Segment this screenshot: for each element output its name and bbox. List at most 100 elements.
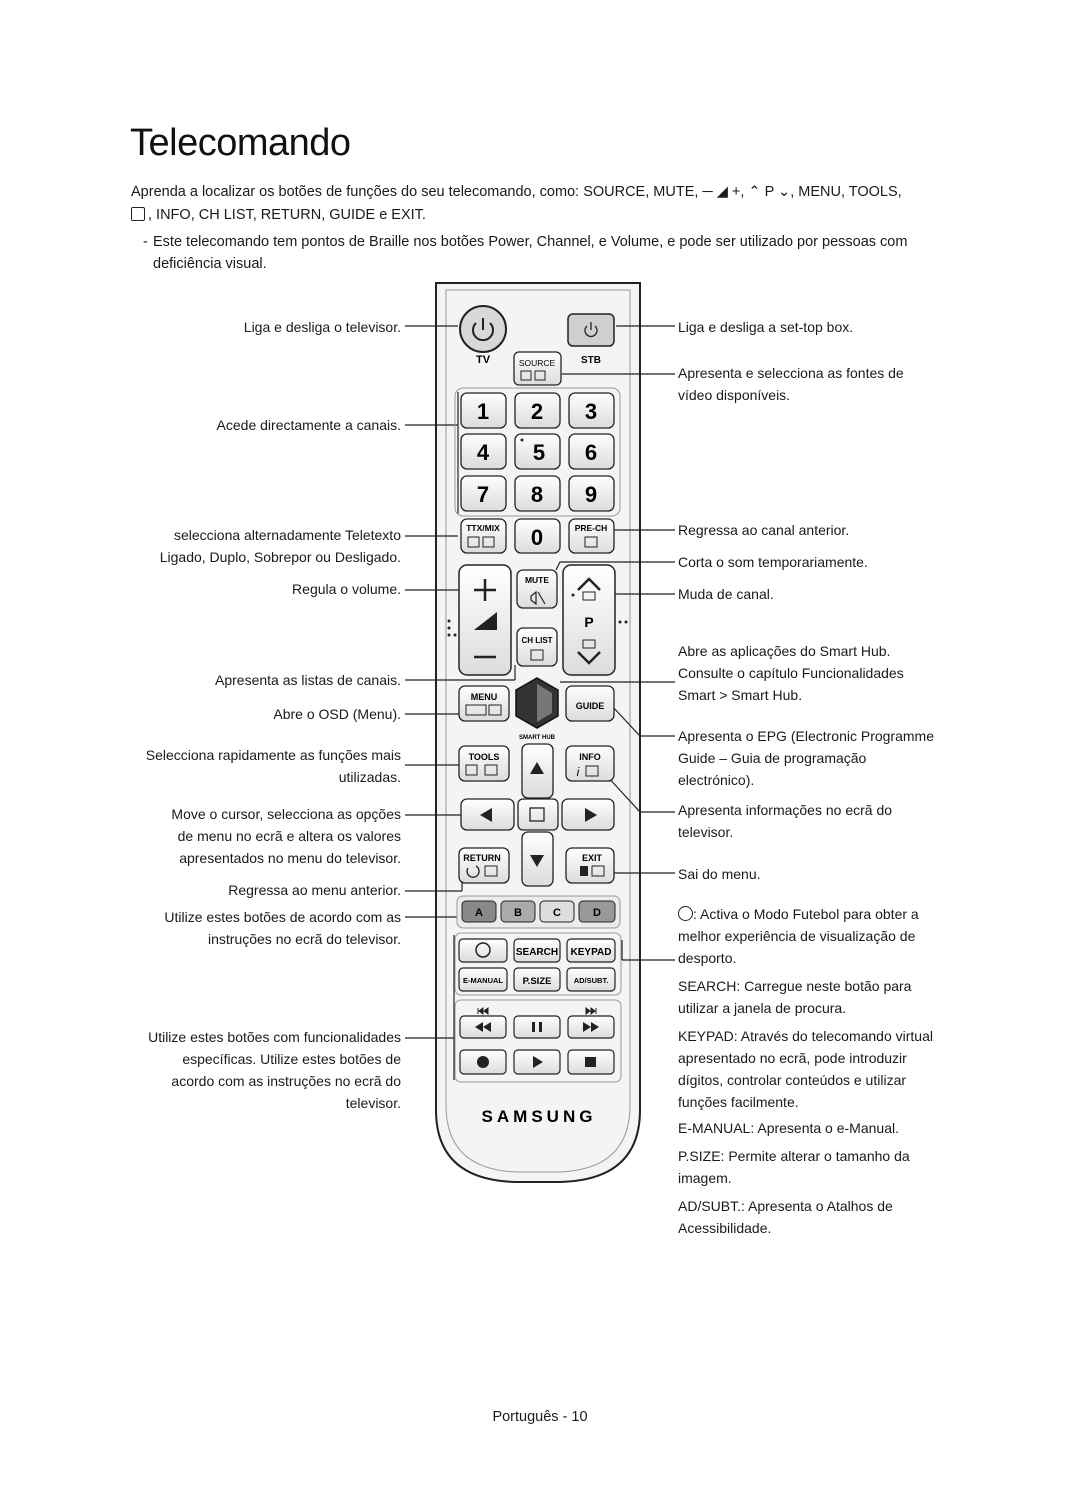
label-info: Apresenta informações no ecrã do televis… (678, 799, 892, 843)
label-nav-line-1: Move o cursor, selecciona as opções (171, 806, 401, 822)
number-pad: 1 2 3 4 5 6 7 8 9 (460, 392, 615, 512)
label-psize-line-2: imagem. (678, 1170, 732, 1186)
braille-note: - Este telecomando tem pontos de Braille… (143, 231, 943, 275)
leader-lines-left (405, 325, 516, 1080)
mute-label: MUTE (525, 575, 549, 585)
intro-line-1: Aprenda a localizar os botões de funções… (131, 184, 902, 200)
channel-rocker[interactable] (562, 564, 616, 676)
e-manual-button[interactable] (458, 967, 508, 992)
label-source: Apresenta e selecciona as fontes de víde… (678, 362, 904, 406)
ttx-label: TTX/MIX (466, 523, 500, 533)
keypad-button[interactable] (566, 938, 616, 963)
label-guide-line-3: electrónico). (678, 772, 755, 788)
volume-level-icon (474, 612, 497, 630)
label-source-line-1: Apresenta e selecciona as fontes de (678, 365, 904, 381)
label-ttx: selecciona alternadamente Teletexto Liga… (160, 524, 401, 568)
remote-inner-outline (445, 289, 631, 1173)
label-media-line-2: específicas. Utilize estes botões de (182, 1051, 401, 1067)
rewind-icon (475, 1022, 491, 1032)
channel-down-icon (577, 651, 601, 665)
label-color-line-2: instruções no ecrã do televisor. (208, 931, 401, 947)
return-icon (466, 865, 480, 878)
emanual-label: E-MANUAL (463, 976, 503, 985)
label-smarthub-line-1: Abre as aplicações do Smart Hub. (678, 643, 891, 659)
search-button[interactable] (513, 938, 561, 963)
mute-button[interactable] (516, 569, 558, 609)
function-buttons-frame (454, 932, 622, 996)
label-media-line-3: acordo com as instruções no ecrã do (171, 1073, 401, 1089)
samsung-logo: SAMSUNG (482, 1107, 597, 1126)
ch-list-button[interactable] (516, 627, 558, 667)
digit-button-5[interactable] (514, 433, 561, 470)
digit-0-label: 0 (531, 525, 543, 550)
football-button[interactable] (458, 938, 508, 963)
label-guide-line-1: Apresenta o EPG (Electronic Programme (678, 728, 934, 744)
label-emanual: E-MANUAL: Apresenta o e-Manual. (678, 1120, 899, 1136)
digit-button-7[interactable] (460, 475, 507, 512)
teletext-icon (467, 536, 480, 548)
label-media-line-4: televisor. (345, 1095, 401, 1111)
label-tv-power: Liga e desliga o televisor. (243, 319, 401, 335)
label-football-line-3: desporto. (678, 950, 737, 966)
label-tools: Selecciona rapidamente as funções mais u… (146, 744, 401, 788)
mix-icon (482, 536, 495, 548)
color-button-d[interactable] (578, 900, 616, 923)
digit-button-0[interactable] (514, 518, 561, 554)
smart-hub-icon (537, 684, 552, 722)
chlist-label: CH LIST (521, 636, 552, 645)
digit-button-9[interactable] (568, 475, 615, 512)
ttx-mix-button[interactable] (460, 518, 507, 554)
volume-rocker[interactable] (458, 564, 512, 676)
return-label: RETURN (463, 853, 501, 863)
label-smarthub-line-3: Smart > Smart Hub. (678, 687, 803, 703)
braille-note-text: Este telecomando tem pontos de Braille n… (153, 234, 908, 272)
label-ttx-line-1: selecciona alternadamente Teletexto (173, 527, 401, 543)
label-football-line-1-text: : Activa o Modo Futebol para obter a (693, 906, 919, 922)
color-button-c[interactable] (539, 900, 575, 923)
label-keypad-line-3: dígitos, controlar conteúdos e utilizar (678, 1072, 907, 1088)
label-ttx-line-2: Ligado, Duplo, Sobrepor ou Desligado. (159, 549, 401, 565)
color-c-label: C (553, 907, 561, 919)
exit-icon (580, 866, 588, 876)
color-b-label: B (514, 907, 522, 919)
menu-button[interactable] (458, 685, 510, 722)
info-label: INFO (579, 752, 601, 762)
p-size-button[interactable] (513, 967, 561, 992)
label-color-line-1: Utilize estes botões de acordo com as (164, 909, 401, 925)
digit-button-1[interactable] (460, 392, 507, 429)
source-info-icon (534, 370, 546, 381)
info-button[interactable] (565, 745, 615, 782)
next-icon (585, 1007, 597, 1015)
exit-button[interactable] (565, 847, 615, 884)
label-search: SEARCH: Carregue neste botão para utiliz… (678, 975, 911, 1019)
braille-dots-channel (571, 593, 628, 624)
enter-button[interactable] (517, 798, 559, 831)
tools-label: TOOLS (469, 752, 500, 762)
label-guide: Apresenta o EPG (Electronic Programme Gu… (678, 725, 934, 791)
digit-button-3[interactable] (568, 392, 615, 429)
digit-button-4[interactable] (460, 433, 507, 470)
label-smarthub-line-2: Consulte o capítulo Funcionalidades (678, 665, 904, 681)
psize-label: P.SIZE (523, 976, 552, 987)
color-button-a[interactable] (461, 900, 497, 923)
color-button-b[interactable] (500, 900, 536, 923)
intro-line-2-text: , INFO, CH LIST, RETURN, GUIDE e EXIT. (148, 207, 426, 223)
intro-line-2: , INFO, CH LIST, RETURN, GUIDE e EXIT. (131, 204, 951, 227)
label-psize-line-1: P.SIZE: Permite alterar o tamanho da (678, 1148, 910, 1164)
tools-icon (465, 764, 478, 776)
braille-dots-volume (447, 619, 457, 637)
digit-button-6[interactable] (568, 433, 615, 470)
label-psize: P.SIZE: Permite alterar o tamanho da ima… (678, 1145, 910, 1189)
pause-button[interactable] (513, 1015, 561, 1039)
digit-button-2[interactable] (514, 392, 561, 429)
pre-ch-button[interactable] (568, 518, 615, 554)
guide-button[interactable] (565, 685, 615, 722)
source-button[interactable] (513, 351, 562, 386)
prech-label: PRE-CH (575, 523, 608, 533)
label-menu: Abre o OSD (Menu). (273, 706, 401, 722)
label-keypad-line-2: apresentado no ecrã, pode introduzir (678, 1050, 907, 1066)
label-nav: Move o cursor, selecciona as opções de m… (171, 803, 401, 869)
digit-button-8[interactable] (514, 475, 561, 512)
ad-subt-button[interactable] (566, 967, 616, 992)
menu-icon (465, 704, 487, 716)
